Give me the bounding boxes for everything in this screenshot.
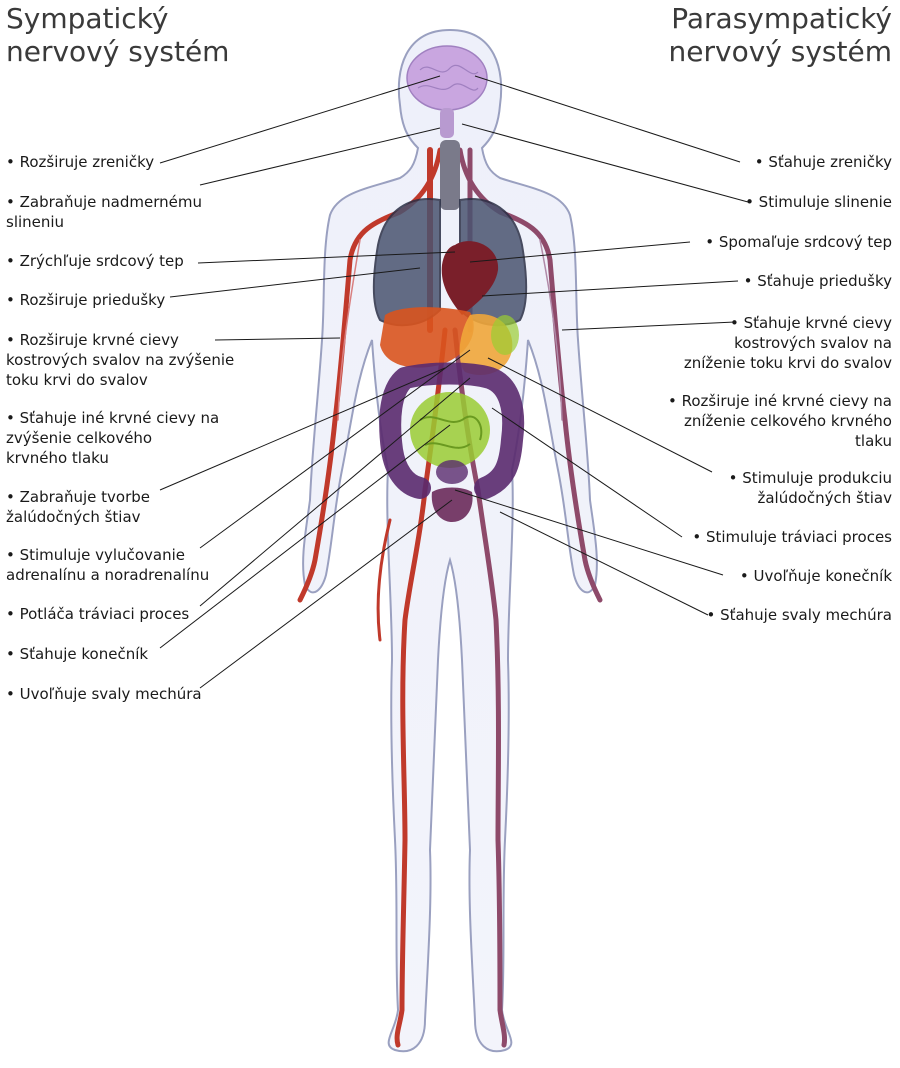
sympathetic-effect-6: • Sťahuje iné krvné cievy na zvýšenie cel… bbox=[6, 408, 219, 468]
left-leader-line-9 bbox=[159, 424, 451, 649]
parasympathetic-effect-10: • Sťahuje svaly mechúra bbox=[706, 605, 892, 625]
right-leader-line-8 bbox=[454, 489, 724, 576]
effect-text-line: žalúdočných štiav bbox=[6, 508, 141, 526]
left-leader-line-7 bbox=[199, 349, 471, 549]
effect-text-line: • Potláča tráviaci proces bbox=[6, 605, 190, 623]
effect-text-line: • Sťahuje priedušky bbox=[743, 272, 892, 290]
effect-text-line: zníženie celkového krvného bbox=[683, 412, 892, 430]
left-leader-line-10 bbox=[199, 499, 453, 689]
left-leader-line-3 bbox=[197, 251, 456, 264]
large-intestine bbox=[379, 362, 525, 499]
left-leader-line-5 bbox=[214, 337, 341, 341]
right-leader-line-3 bbox=[469, 241, 691, 263]
effect-text-line: adrenalínu a noradrenalínu bbox=[6, 566, 210, 584]
effect-text-line: • Rozširuje iné krvné cievy na bbox=[667, 392, 892, 410]
effect-text-line: • Zabraňuje nadmernému bbox=[6, 193, 202, 211]
sympathetic-title: Sympatický nervový systém bbox=[6, 2, 229, 68]
effect-text-line: • Sťahuje iné krvné cievy na bbox=[6, 409, 220, 427]
effect-text-line: • Stimuluje vylučovanie bbox=[6, 546, 185, 564]
right-leader-line-9 bbox=[499, 511, 709, 616]
sympathetic-effect-5: • Rozširuje krvné cievy kostrových svalov… bbox=[6, 330, 234, 390]
effect-text-line: • Stimuluje slinenie bbox=[745, 193, 892, 211]
left-leader-line-2 bbox=[199, 127, 441, 186]
sympathetic-effect-4: • Rozširuje priedušky bbox=[6, 290, 165, 310]
effect-text-line: • Spomaľuje srdcový tep bbox=[705, 233, 892, 251]
effect-text-line: kostrových svalov na zvýšenie bbox=[6, 351, 235, 369]
right-leader-line-4 bbox=[481, 280, 739, 297]
effect-text-line: • Stimuluje produkciu bbox=[728, 469, 892, 487]
left-leader-line-1 bbox=[159, 75, 441, 164]
parasympathetic-effect-5: • Sťahuje krvné cievy kostrových svalov n… bbox=[684, 313, 892, 373]
heart bbox=[441, 241, 499, 315]
effect-text-line: zvýšenie celkového bbox=[6, 429, 153, 447]
title-line: Sympatický bbox=[6, 2, 169, 35]
liver bbox=[380, 307, 474, 368]
sympathetic-effect-1: • Rozširuje zreničky bbox=[6, 152, 154, 172]
title-line: nervový systém bbox=[668, 35, 892, 68]
effect-text-line: • Stimuluje tráviaci proces bbox=[692, 528, 892, 546]
parasympathetic-effect-3: • Spomaľuje srdcový tep bbox=[705, 232, 892, 252]
right-leader-line-1 bbox=[474, 75, 741, 163]
sympathetic-effect-8: • Stimuluje vylučovanie adrenalínu a nora… bbox=[6, 545, 209, 585]
effect-text-line: • Uvoľňuje konečník bbox=[739, 567, 892, 585]
effect-text-line: • Rozširuje priedušky bbox=[6, 291, 166, 309]
effect-text-line: slineniu bbox=[6, 213, 65, 231]
left-leader-line-6 bbox=[159, 367, 446, 491]
effect-text-line: tlaku bbox=[855, 432, 892, 450]
left-leader-line-8 bbox=[199, 377, 471, 607]
effect-text-line: • Sťahuje krvné cievy bbox=[729, 314, 892, 332]
effect-text-line: • Sťahuje svaly mechúra bbox=[706, 606, 892, 624]
effect-text-line: zníženie toku krvi do svalov bbox=[683, 354, 892, 372]
effect-text-line: • Zrýchľuje srdcový tep bbox=[6, 252, 184, 270]
parasympathetic-effect-8: • Stimuluje tráviaci proces bbox=[692, 527, 892, 547]
sympathetic-effect-2: • Zabraňuje nadmernému slineniu bbox=[6, 192, 202, 232]
left-leader-line-4 bbox=[169, 267, 421, 298]
effect-text-line: • Zabraňuje tvorbe bbox=[6, 488, 150, 506]
sympathetic-effect-10: • Sťahuje konečník bbox=[6, 644, 148, 664]
sympathetic-effect-7: • Zabraňuje tvorbe žalúdočných štiav bbox=[6, 487, 150, 527]
sympathetic-effect-11: • Uvoľňuje svaly mechúra bbox=[6, 684, 202, 704]
parasympathetic-effect-1: • Sťahuje zreničky bbox=[755, 152, 892, 172]
effect-text-line: toku krvi do svalov bbox=[6, 371, 148, 389]
effect-text-line: • Sťahuje zreničky bbox=[754, 153, 892, 171]
parasympathetic-effect-9: • Uvoľňuje konečník bbox=[740, 566, 892, 586]
effect-text-line: • Rozširuje zreničky bbox=[6, 153, 155, 171]
effect-text-line: • Rozširuje krvné cievy bbox=[6, 331, 179, 349]
sympathetic-effect-9: • Potláča tráviaci proces bbox=[6, 604, 189, 624]
effect-text-line: krvného tlaku bbox=[6, 449, 109, 467]
right-leader-line-5 bbox=[561, 321, 736, 331]
small-intestine bbox=[410, 392, 490, 468]
sympathetic-effect-3: • Zrýchľuje srdcový tep bbox=[6, 251, 184, 271]
parasympathetic-effect-7: • Stimuluje produkciu žalúdočných štiav bbox=[729, 468, 892, 508]
right-leader-line-2 bbox=[461, 123, 749, 203]
trachea bbox=[440, 140, 460, 210]
effect-text-line: • Uvoľňuje svaly mechúra bbox=[6, 685, 202, 703]
right-leader-line-6 bbox=[487, 357, 713, 473]
parasympathetic-effect-6: • Rozširuje iné krvné cievy na zníženie c… bbox=[668, 391, 892, 451]
effect-text-line: kostrových svalov na bbox=[734, 334, 892, 352]
brain bbox=[406, 45, 488, 138]
effect-text-line: žalúdočných štiav bbox=[757, 489, 892, 507]
right-leader-line-7 bbox=[491, 407, 683, 538]
parasympathetic-effect-2: • Stimuluje slinenie bbox=[745, 192, 892, 212]
parasympathetic-title: Parasympatický nervový systém bbox=[669, 2, 892, 68]
effect-text-line: • Sťahuje konečník bbox=[6, 645, 149, 663]
stomach bbox=[459, 314, 519, 376]
leader-lines bbox=[159, 75, 749, 689]
title-line: Parasympatický bbox=[671, 2, 892, 35]
title-line: nervový systém bbox=[6, 35, 230, 68]
bladder bbox=[431, 460, 473, 522]
parasympathetic-effect-4: • Sťahuje priedušky bbox=[744, 271, 892, 291]
